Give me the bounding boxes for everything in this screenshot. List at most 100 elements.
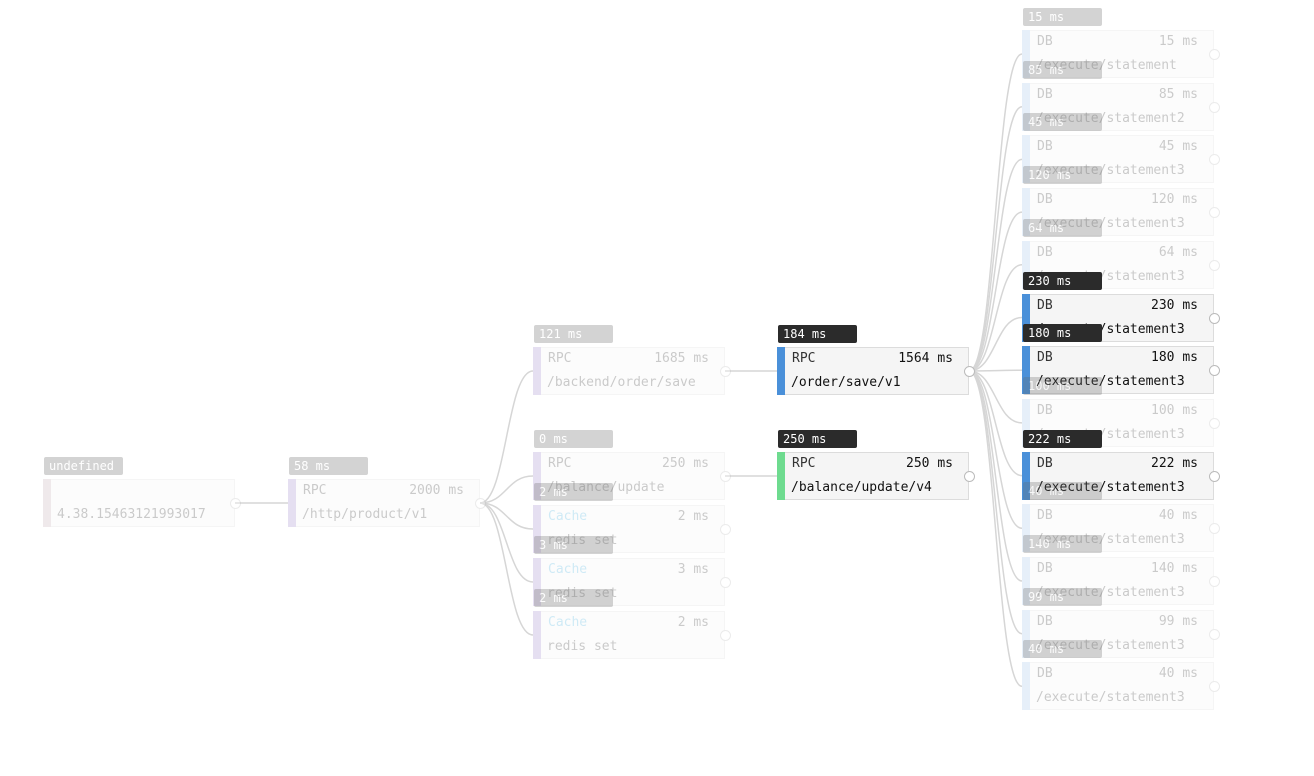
node-card[interactable] <box>533 611 725 659</box>
node-card[interactable] <box>43 479 235 527</box>
expand-port-icon[interactable] <box>964 366 975 377</box>
node-path: /execute/statement3 <box>1036 690 1185 705</box>
node-card[interactable] <box>288 479 480 527</box>
expand-port-icon[interactable] <box>1209 576 1220 587</box>
node-type: DB <box>1037 139 1053 154</box>
node-card[interactable] <box>1022 241 1214 289</box>
expand-port-icon[interactable] <box>720 366 731 377</box>
node-path: /balance/update/v4 <box>791 480 932 495</box>
expand-port-icon[interactable] <box>1209 313 1220 324</box>
expand-port-icon[interactable] <box>1209 681 1220 692</box>
edge-order_save-db7 <box>968 369 1023 372</box>
expand-port-icon[interactable] <box>1209 629 1220 640</box>
edge-product-balance_update <box>479 475 534 504</box>
expand-port-icon[interactable] <box>1209 523 1220 534</box>
node-color-bar <box>1022 504 1030 552</box>
expand-port-icon[interactable] <box>1209 154 1220 165</box>
node-type: RPC <box>548 351 572 366</box>
node-card[interactable] <box>777 452 969 500</box>
duration-badge: 140 ms <box>1023 535 1102 553</box>
node-path: /execute/statement2 <box>1036 111 1185 126</box>
node-card[interactable] <box>1022 610 1214 658</box>
node-card[interactable] <box>1022 504 1214 552</box>
expand-port-icon[interactable] <box>720 524 731 535</box>
expand-port-icon[interactable] <box>720 630 731 641</box>
duration-badge: 250 ms <box>778 430 857 448</box>
expand-port-icon[interactable] <box>230 498 241 509</box>
node-path: /execute/statement3 <box>1036 638 1185 653</box>
expand-port-icon[interactable] <box>1209 365 1220 376</box>
node-card[interactable] <box>777 347 969 395</box>
duration-badge: 40 ms <box>1023 640 1102 658</box>
node-color-bar <box>533 558 541 606</box>
node-card[interactable] <box>533 505 725 553</box>
node-card[interactable] <box>533 558 725 606</box>
edge-order_save-db4 <box>968 211 1023 372</box>
edge-order_save-db13 <box>968 370 1023 688</box>
node-duration: 15 ms <box>1158 34 1198 49</box>
expand-port-icon[interactable] <box>964 471 975 482</box>
expand-port-icon[interactable] <box>720 577 731 588</box>
expand-port-icon[interactable] <box>1209 418 1220 429</box>
expand-port-icon[interactable] <box>720 471 731 482</box>
expand-port-icon[interactable] <box>475 498 486 509</box>
expand-port-icon[interactable] <box>1209 102 1220 113</box>
node-card[interactable] <box>1022 557 1214 605</box>
node-card[interactable] <box>1022 188 1214 236</box>
edge-product-backend_order <box>479 370 534 504</box>
node-card[interactable] <box>1022 83 1214 131</box>
expand-port-icon[interactable] <box>1209 49 1220 60</box>
node-duration: 100 ms <box>1151 403 1198 418</box>
node-card[interactable] <box>1022 135 1214 183</box>
edge-product-redis2 <box>479 502 534 583</box>
node-path: /execute/statement3 <box>1036 374 1185 389</box>
expand-port-icon[interactable] <box>1209 207 1220 218</box>
node-color-bar <box>288 479 296 527</box>
expand-port-icon[interactable] <box>1209 260 1220 271</box>
node-duration: 85 ms <box>1158 87 1198 102</box>
node-card[interactable] <box>1022 30 1214 78</box>
node-path: /execute/statement3 <box>1036 532 1185 547</box>
node-path: /backend/order/save <box>547 375 696 390</box>
node-card[interactable] <box>1022 452 1214 500</box>
expand-port-icon[interactable] <box>1209 471 1220 482</box>
edge-product-redis1 <box>479 502 534 530</box>
edge-order_save-db8 <box>968 370 1023 424</box>
node-card[interactable] <box>533 347 725 395</box>
node-color-bar <box>533 505 541 553</box>
node-card[interactable] <box>1022 662 1214 710</box>
node-type: DB <box>1037 298 1053 313</box>
node-card[interactable] <box>1022 346 1214 394</box>
node-color-bar <box>43 479 51 527</box>
node-color-bar <box>1022 399 1030 447</box>
node-card[interactable] <box>533 452 725 500</box>
node-color-bar <box>1022 135 1030 183</box>
duration-badge: 85 ms <box>1023 61 1102 79</box>
duration-badge: 15 ms <box>1023 8 1102 26</box>
node-path: /execute/statement3 <box>1036 585 1185 600</box>
node-path: /execute/statement3 <box>1036 163 1185 178</box>
node-type: Cache <box>548 615 588 630</box>
node-duration: 3 ms <box>677 562 709 577</box>
node-color-bar <box>777 452 785 500</box>
